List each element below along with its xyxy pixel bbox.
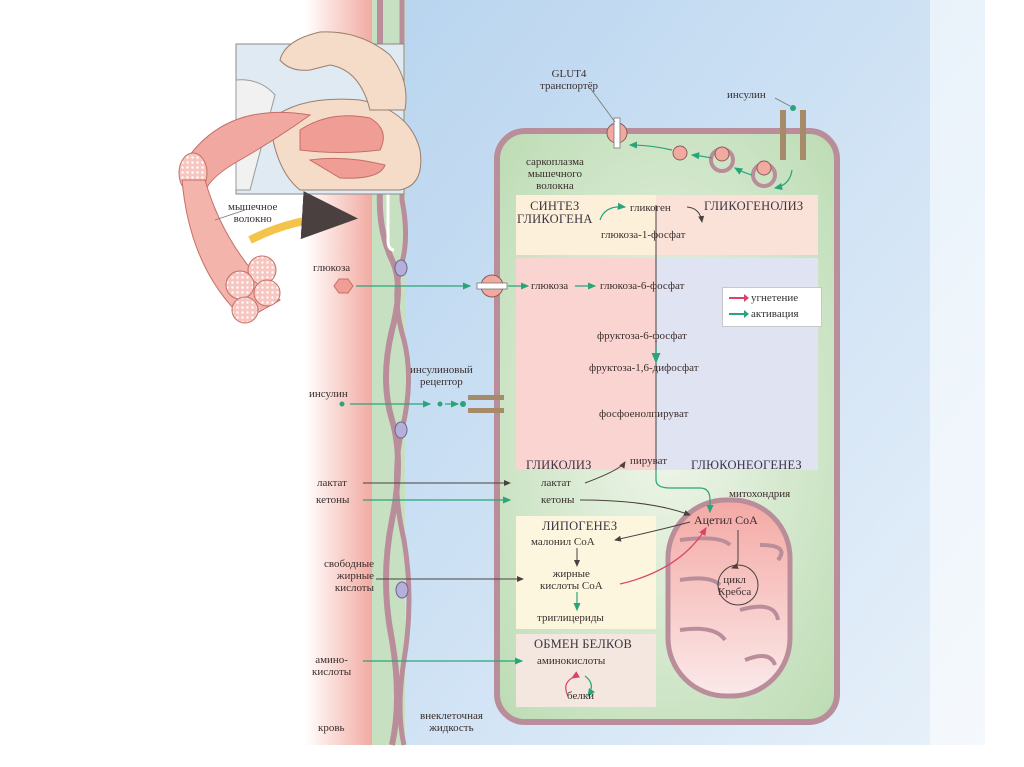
glucose-6-phosphate-label: глюкоза-6-фосфат bbox=[600, 280, 685, 292]
mitochondrion bbox=[665, 497, 793, 699]
lipogenesis-title: ЛИПОГЕНЕЗ bbox=[542, 519, 618, 533]
fructose-1-6-bisphosphate-label: фруктоза-1,6-дифосфат bbox=[589, 362, 699, 374]
glycogenolysis-box bbox=[656, 195, 818, 255]
glucose-1-phosphate-label: глюкоза-1-фосфат bbox=[601, 229, 686, 241]
insulin-label: инсулин bbox=[309, 388, 348, 400]
vesicle bbox=[672, 145, 688, 161]
glucose-molecule bbox=[333, 278, 354, 294]
triglycerides-label: триглицериды bbox=[537, 612, 604, 624]
amino-acids-outside-label: амино- кислоты bbox=[312, 654, 352, 678]
protein-metabolism-title: ОБМЕН БЕЛКОВ bbox=[534, 637, 633, 651]
mitochondria-label: митохондрия bbox=[729, 488, 791, 500]
lactate-outside-label: лактат bbox=[317, 477, 347, 489]
insulin-top-label: инсулин bbox=[727, 89, 766, 101]
endothelial-nucleus bbox=[395, 581, 409, 599]
free-fatty-acids-label: свободные жирные кислоты bbox=[323, 558, 374, 594]
sarcoplasm-label: саркоплазма мышечного волокна bbox=[526, 156, 584, 192]
amino-acids-inside-label: аминокислоты bbox=[537, 655, 606, 667]
legend: угнетение активация bbox=[722, 287, 822, 327]
glycolysis-title: ГЛИКОЛИЗ bbox=[526, 458, 592, 472]
ketones-outside-label: кетоны bbox=[316, 494, 350, 506]
blood-label: кровь bbox=[318, 722, 345, 734]
endothelial-nucleus bbox=[394, 421, 408, 439]
glycogen-synthesis-box bbox=[516, 195, 656, 255]
endothelial-nucleus bbox=[394, 259, 408, 277]
glycogen-synthesis-title: СИНТЕЗ ГЛИКОГЕНА bbox=[517, 199, 593, 226]
malonyl-coa-label: малонил CoA bbox=[531, 536, 595, 548]
muscle-fiber-illustration bbox=[178, 111, 358, 324]
legend-item-inhibition: угнетение bbox=[729, 292, 798, 304]
extracellular-fluid-label: внеклеточная жидкость bbox=[420, 710, 483, 734]
activation-arrow-icon bbox=[729, 310, 749, 319]
glycolysis-box bbox=[516, 258, 656, 470]
fructose-6-phosphate-label: фруктоза-6-фосфат bbox=[597, 330, 687, 342]
gluconeogenesis-title: ГЛЮКОНЕОГЕНЕЗ bbox=[691, 458, 802, 472]
lipogenesis-box bbox=[516, 516, 656, 629]
protein-metabolism-box bbox=[516, 634, 656, 707]
ketones-inside-label: кетоны bbox=[541, 494, 575, 506]
glucose-inside-label: глюкоза bbox=[531, 280, 569, 292]
insulin-receptor-top bbox=[780, 105, 806, 160]
fatty-acyl-coa-label: жирные кислоты CoA bbox=[540, 568, 603, 592]
legend-item-activation: активация bbox=[729, 308, 799, 320]
arm-illustration bbox=[235, 31, 422, 195]
glycogenolysis-title: ГЛИКОГЕНОЛИЗ bbox=[704, 199, 804, 213]
inhibition-arrow-icon bbox=[729, 294, 749, 303]
proteins-label: белки bbox=[567, 690, 595, 702]
phosphoenolpyruvate-label: фосфоенолпируват bbox=[599, 408, 689, 420]
lactate-inside-label: лактат bbox=[541, 477, 571, 489]
insulin-receptor-label: инсулиновый рецептор bbox=[410, 364, 473, 388]
muscle-fiber-label: мышечное волокно bbox=[228, 201, 278, 225]
krebs-cycle-label: цикл Кребса bbox=[718, 574, 752, 598]
glucose-label: глюкоза bbox=[313, 262, 351, 274]
pyruvate-label: пируват bbox=[630, 455, 668, 467]
insulin-receptor-side bbox=[460, 395, 504, 413]
glycogen-label: гликоген bbox=[630, 202, 671, 214]
glut4-label: GLUT4 транспортёр bbox=[540, 68, 599, 92]
acetyl-coa-label: Ацетил CoA bbox=[694, 513, 758, 527]
